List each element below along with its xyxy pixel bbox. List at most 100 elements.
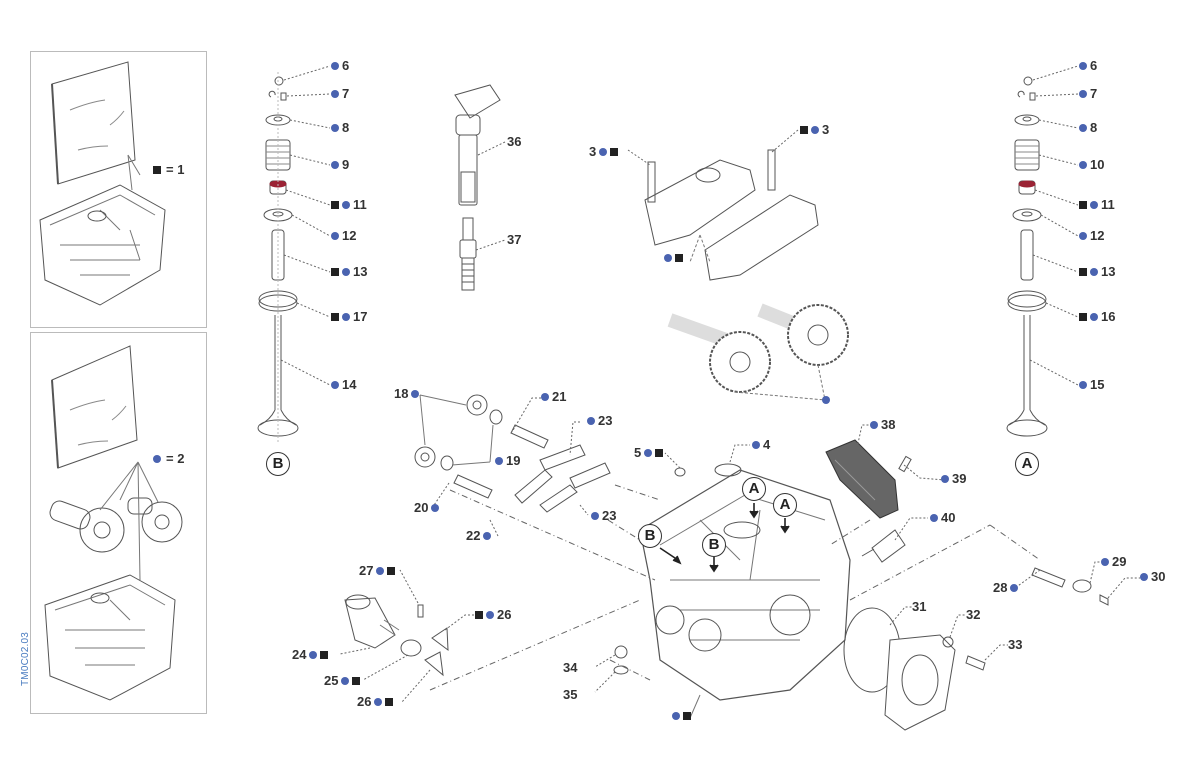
- callout-24: 24: [292, 648, 329, 662]
- callout-number: 31: [912, 599, 927, 614]
- kit-2-gasket-sheet: [51, 345, 138, 469]
- callout-number: 9: [342, 157, 350, 172]
- sensor-40: [861, 529, 906, 563]
- callout-5: 5: [634, 446, 664, 460]
- callout-14: 14: [331, 378, 356, 392]
- leader-lines: [280, 65, 1140, 703]
- kit-1-gasket-sheet: [51, 61, 136, 185]
- callout-number: 11: [353, 197, 367, 212]
- callout-16: 16: [1079, 310, 1115, 324]
- square-marker-icon: [610, 148, 619, 156]
- callout-9: 9: [331, 158, 349, 172]
- square-marker-icon: [385, 698, 394, 706]
- legend-panel-kit-1: [30, 51, 207, 328]
- dot-marker-icon: [374, 698, 383, 706]
- callout-number: 13: [1101, 264, 1116, 279]
- callout-23: 23: [587, 414, 612, 428]
- legend-kit-2-label: = 2: [153, 452, 184, 466]
- dot-marker-icon: [331, 90, 339, 98]
- part-5: [674, 467, 686, 477]
- callout-number: 6: [342, 58, 350, 73]
- callout-3: 3: [589, 144, 619, 159]
- callout-39: 39: [941, 472, 966, 486]
- dot-marker-icon: [483, 532, 492, 540]
- valve-assembly-b: [257, 72, 299, 442]
- dot-marker-icon: [376, 567, 385, 575]
- callout-number: 7: [1090, 86, 1098, 101]
- callout-number: 23: [602, 508, 617, 523]
- callout-ref: [822, 396, 830, 404]
- callout-34: 34: [563, 661, 577, 675]
- callout-number: 26: [497, 607, 512, 622]
- dot-marker-icon: [341, 677, 350, 685]
- callout-number: 3: [589, 144, 597, 159]
- cover-38: [825, 439, 912, 519]
- dot-marker-icon: [591, 512, 599, 520]
- dot-marker-icon: [587, 417, 595, 425]
- square-marker-icon: [683, 712, 691, 720]
- camshafts: [667, 303, 849, 401]
- dot-marker-icon: [1079, 124, 1087, 132]
- callout-26: 26: [357, 694, 394, 709]
- view-arrows: [659, 503, 790, 573]
- callout-6: 6: [331, 59, 349, 73]
- callout-number: 13: [353, 264, 368, 279]
- cylinder-head: [639, 469, 851, 719]
- dot-marker-icon: [309, 651, 318, 659]
- dot-marker-icon: [870, 421, 878, 429]
- callout-number: 27: [359, 563, 374, 578]
- dot-marker-icon: [1101, 558, 1109, 566]
- callout-ref: [664, 254, 683, 262]
- callout-21: 21: [541, 390, 566, 404]
- dot-marker-icon: [331, 381, 339, 389]
- view-marker-b: B: [266, 452, 290, 476]
- callout-12: 12: [331, 229, 356, 243]
- callout-number: 11: [1101, 197, 1115, 212]
- plate-29: [1072, 579, 1092, 593]
- valve-assembly-a: [1006, 76, 1048, 437]
- square-marker-icon: [331, 201, 339, 209]
- callout-26: 26: [475, 608, 511, 622]
- callout-number: 22: [466, 528, 481, 543]
- callout-number: 40: [941, 510, 956, 525]
- callout-19: 19: [495, 454, 520, 468]
- o-ring-4: [714, 463, 742, 477]
- dot-marker-icon: [811, 126, 819, 134]
- callout-number: 26: [357, 694, 372, 709]
- head-view-marker-a: A: [742, 477, 766, 501]
- dot-marker-icon: [1079, 161, 1087, 169]
- camshaft-caps: [644, 149, 819, 281]
- callout-number: 20: [414, 500, 429, 515]
- callout-number: 36: [507, 134, 522, 149]
- dot-marker-icon: [495, 457, 503, 465]
- head-view-marker-a: A: [773, 493, 797, 517]
- dot-marker-icon: [1090, 313, 1098, 321]
- cover-32: [884, 634, 956, 731]
- callout-13: 13: [331, 265, 367, 279]
- pin-28: [1031, 567, 1066, 588]
- dot-marker-icon: [941, 475, 949, 483]
- assembly-axis-lines: [429, 484, 1041, 691]
- head-view-marker-b: B: [638, 524, 662, 548]
- callout-11: 11: [1079, 198, 1115, 212]
- dot-marker-icon: [1010, 584, 1019, 592]
- callout-number: 18: [394, 386, 409, 401]
- callout-11: 11: [331, 198, 367, 212]
- callout-number: 37: [507, 232, 522, 247]
- callout-3: 3: [800, 123, 829, 137]
- kit-1-cylinder-head: [39, 154, 166, 306]
- callout-number: 8: [1090, 120, 1098, 135]
- dot-marker-icon: [153, 455, 161, 463]
- dot-marker-icon: [331, 232, 339, 240]
- callout-number: 39: [952, 471, 967, 486]
- callout-number: 23: [598, 413, 613, 428]
- kit-2-camshafts: [49, 461, 183, 581]
- dot-marker-icon: [672, 712, 680, 720]
- callout-number: 29: [1112, 554, 1127, 569]
- square-marker-icon: [675, 254, 683, 262]
- square-marker-icon: [1079, 201, 1087, 209]
- callout-number: 16: [1101, 309, 1116, 324]
- callout-36: 36: [507, 135, 521, 149]
- square-marker-icon: [331, 268, 339, 276]
